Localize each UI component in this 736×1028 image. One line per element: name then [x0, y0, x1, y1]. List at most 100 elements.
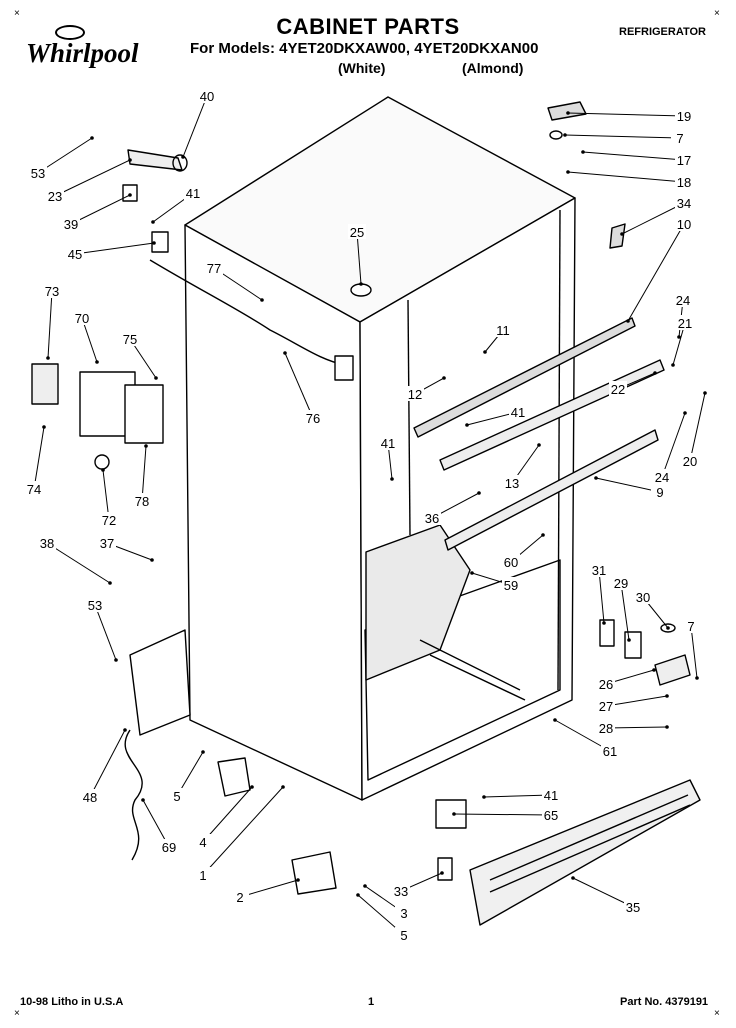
callout-arrowhead-37: [626, 319, 630, 323]
callout-label-bg-47: [681, 453, 699, 468]
callout-label-bg-15: [379, 435, 397, 450]
bottom-hinge-shim: [624, 631, 642, 659]
callout-label-bg-25: [392, 883, 410, 898]
callout-label-bg-12: [133, 493, 151, 508]
callout-label-16: 38: [40, 536, 54, 551]
callout-arrowhead-12: [144, 444, 148, 448]
brand-logo: Whirlpool: [26, 38, 139, 68]
callout-label-27: 5: [400, 928, 407, 943]
callout-label-48: 9: [656, 485, 663, 500]
callout-label-bg-52: [612, 575, 630, 590]
callout-label-bg-9: [121, 331, 139, 346]
callout-label-37: 10: [677, 217, 691, 232]
callout-label-bg-1: [29, 165, 47, 180]
callout-label-6: 77: [207, 261, 221, 276]
callout-leader-7: [47, 290, 53, 359]
callout-leader-34: [582, 151, 685, 161]
callout-label-26: 3: [400, 906, 407, 921]
callout-label-bg-6: [205, 260, 223, 275]
callout-arrowhead-22: [250, 785, 254, 789]
shelf-rail-lower: [444, 429, 659, 551]
callout-label-19: 48: [83, 790, 97, 805]
callout-label-bg-55: [597, 676, 615, 691]
callout-label-50: 59: [504, 578, 518, 593]
callout-arrowhead-9: [154, 376, 158, 380]
callout-arrowhead-3: [128, 193, 132, 197]
callout-arrowhead-53: [666, 626, 670, 630]
callout-label-bg-49: [502, 554, 520, 569]
callout-label-bg-21: [168, 788, 186, 803]
callout-label-4: 41: [186, 186, 200, 201]
callout-label-bg-29: [542, 787, 560, 802]
callout-leader-13: [284, 352, 314, 419]
callout-arrowhead-33: [563, 133, 567, 137]
callout-label-23: 1: [199, 868, 206, 883]
callout-label-25: 33: [394, 884, 408, 899]
callout-arrowhead-36: [620, 232, 624, 236]
callout-arrowhead-29: [482, 795, 486, 799]
callout-arrowhead-38: [483, 350, 487, 354]
callout-arrowhead-13: [283, 351, 287, 355]
callout-label-28: 35: [626, 900, 640, 915]
callout-label-31: 61: [603, 744, 617, 759]
callout-arrowhead-25: [440, 871, 444, 875]
callout-leader-37: [627, 223, 685, 322]
crop-mark-top-left: ×: [14, 8, 20, 19]
callout-leader-11: [102, 469, 110, 521]
callout-label-13: 76: [306, 411, 320, 426]
callout-label-18: 53: [88, 598, 102, 613]
footer-part-number: Part No. 4379191: [620, 996, 709, 1008]
callout-arrowhead-39: [442, 376, 446, 380]
callout-label-33: 7: [676, 131, 683, 146]
callout-label-24: 2: [236, 890, 243, 905]
callout-label-bg-43: [674, 292, 692, 307]
callout-label-57: 28: [599, 721, 613, 736]
callout-label-bg-45: [609, 381, 627, 396]
callout-arrowhead-31: [553, 718, 557, 722]
bottom-hinge-bracket: [654, 654, 691, 686]
callout-label-41: 13: [505, 476, 519, 491]
callout-label-bg-35: [675, 174, 693, 189]
callout-label-1: 53: [31, 166, 45, 181]
callout-label-bg-28: [624, 899, 642, 914]
callout-arrowhead-6: [260, 298, 264, 302]
callout-arrowhead-23: [281, 785, 285, 789]
callout-label-bg-3: [62, 216, 80, 231]
callout-leader-33: [564, 134, 681, 139]
callout-leader-30: [453, 813, 552, 816]
callout-label-bg-17: [98, 535, 116, 550]
callout-label-0: 40: [200, 89, 214, 104]
footer-page-number: 1: [368, 996, 375, 1008]
callout-label-bg-30: [542, 807, 560, 822]
callout-arrowhead-11: [101, 468, 105, 472]
callout-label-bg-38: [494, 322, 512, 337]
callout-label-bg-20: [160, 839, 178, 854]
hinge-spacer: [609, 223, 626, 249]
callout-label-bg-48: [651, 484, 669, 499]
callout-label-2: 23: [48, 189, 62, 204]
callout-label-22: 4: [199, 835, 206, 850]
grille-slot-2: [489, 804, 691, 893]
grille-slot: [489, 794, 689, 881]
callout-arrowhead-44: [671, 363, 675, 367]
crop-mark-top-right: ×: [714, 8, 720, 19]
callout-label-bg-56: [597, 698, 615, 713]
callout-label-47: 20: [683, 454, 697, 469]
callout-leader-12: [141, 445, 147, 502]
callout-label-bg-34: [675, 152, 693, 167]
harness-connector: [334, 355, 354, 381]
callout-label-bg-31: [601, 743, 619, 758]
callout-label-46: 24: [655, 470, 669, 485]
callout-label-bg-14: [348, 224, 366, 239]
callout-arrowhead-56: [665, 694, 669, 698]
callout-arrowhead-15: [390, 477, 394, 481]
callout-arrowhead-46: [683, 411, 687, 415]
callout-label-bg-5: [66, 246, 84, 261]
callout-label-bg-7: [43, 283, 61, 298]
callout-leader-16: [46, 542, 111, 584]
callout-leader-23: [202, 786, 284, 876]
callout-leader-32: [567, 112, 685, 117]
callout-leader-47: [689, 392, 706, 462]
cabinet-liner-edge: [407, 299, 411, 536]
